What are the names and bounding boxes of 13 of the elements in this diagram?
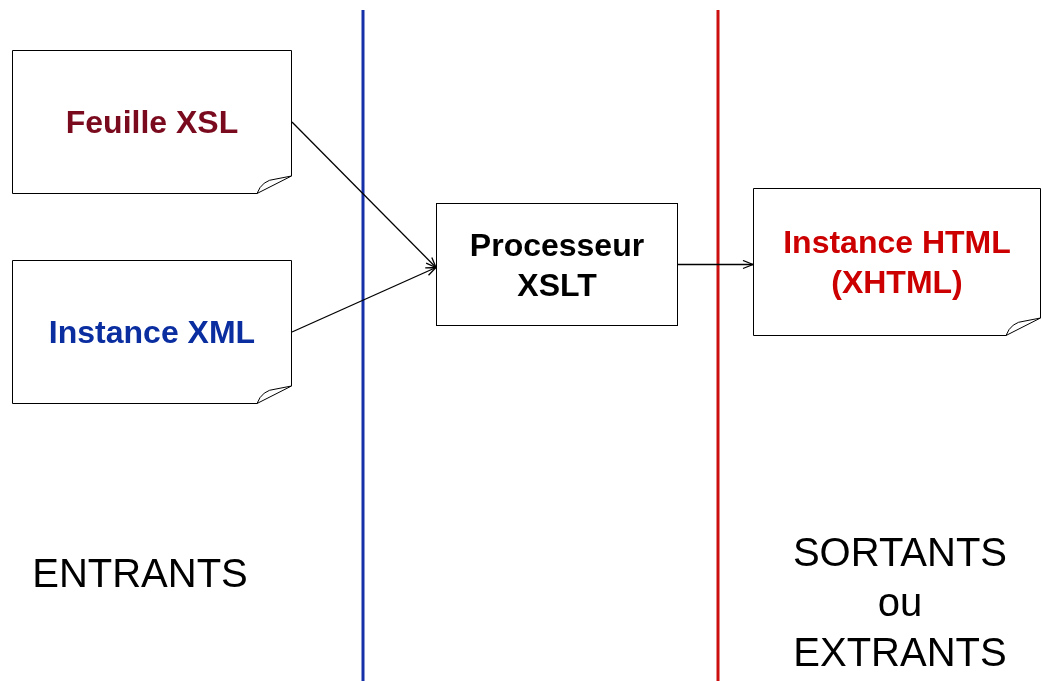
arrow (291, 266, 437, 333)
document-box (12, 50, 292, 194)
document-box (753, 188, 1041, 336)
document-title: Feuille XSL (64, 103, 240, 142)
process-label: Processeur XSLT (468, 225, 646, 305)
document-title: Instance XML (47, 313, 257, 352)
process-box (436, 203, 678, 326)
arrow (677, 259, 754, 270)
document-box (12, 260, 292, 404)
document-title: Instance HTML (XHTML) (782, 223, 1012, 302)
arrow (291, 121, 437, 269)
zone-label: ENTRANTS (31, 550, 249, 597)
zone-label: SORTANTS ou EXTRANTS (791, 529, 1009, 676)
